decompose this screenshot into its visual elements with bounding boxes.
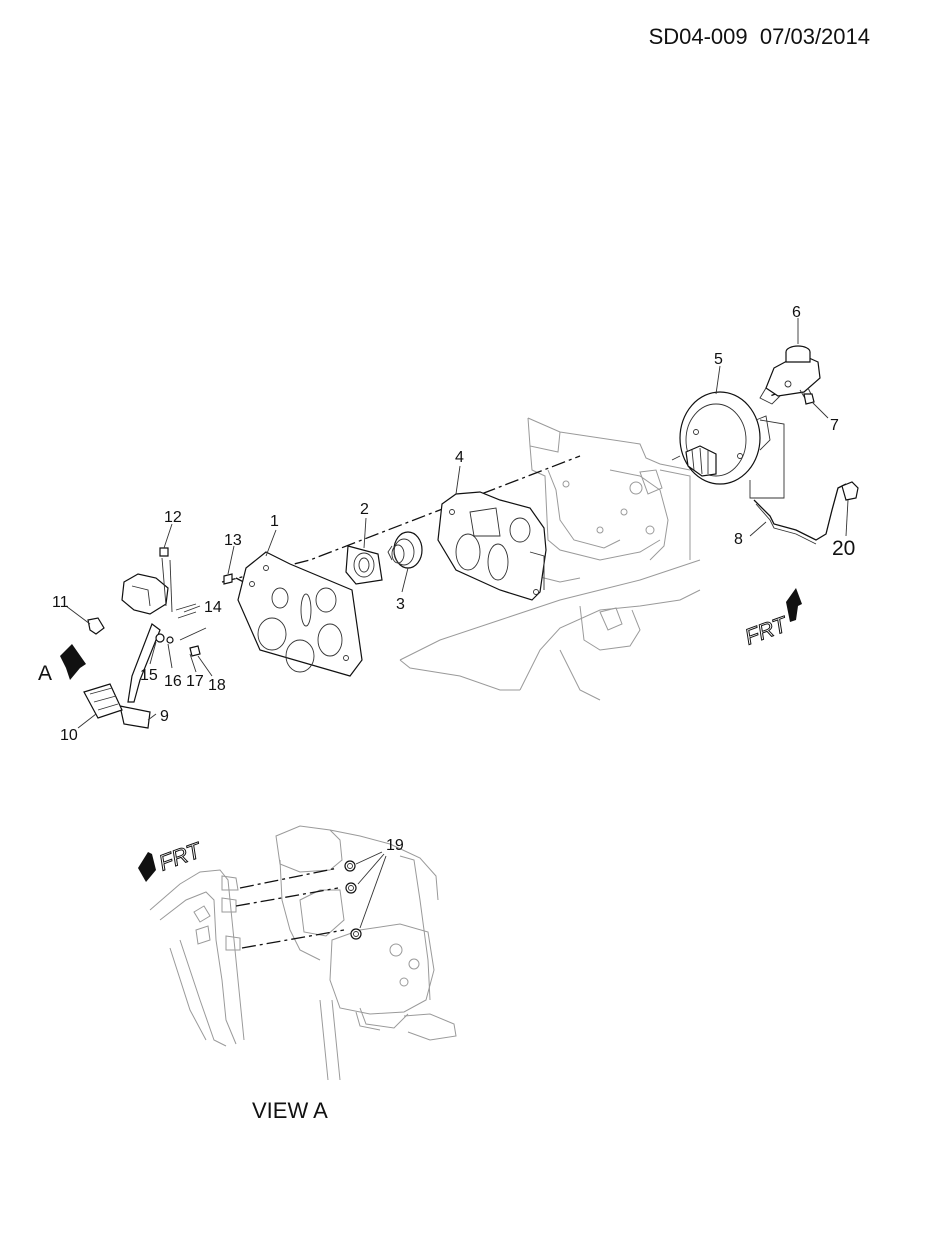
vacuum-hose — [749, 419, 847, 545]
document-date: 07/03/2014 — [759, 24, 870, 49]
brake-booster — [671, 391, 771, 485]
master-cylinder-nut — [803, 393, 815, 405]
document-header: SD04-009 07/03/2014 — [560, 24, 870, 50]
document-id: SD04-009 — [648, 24, 748, 49]
callout-3: 3 — [396, 596, 405, 613]
callout-6: 6 — [792, 304, 801, 321]
gasket — [345, 545, 383, 585]
callout-20: 20 — [832, 537, 855, 560]
frt-arrow-view-a-icon — [138, 852, 156, 882]
view-a-marker: A — [38, 644, 86, 685]
callout-9: 9 — [160, 708, 169, 725]
booster-bracket — [437, 491, 547, 601]
callout-11: 11 — [52, 594, 69, 611]
callout-17: 17 — [186, 673, 204, 690]
callout-1: 1 — [270, 513, 279, 530]
callout-8: 8 — [734, 531, 743, 548]
callout-19: 19 — [386, 837, 404, 854]
callout-13: 13 — [224, 532, 242, 549]
firewall-structure — [399, 417, 701, 701]
front-direction-indicator: FRT — [741, 588, 802, 650]
callout-18: 18 — [208, 677, 226, 694]
frt-label-view-a: FRT — [156, 837, 206, 876]
callout-4: 4 — [455, 449, 464, 466]
leader-lines — [65, 318, 849, 729]
view-a-caption: VIEW A — [252, 1098, 328, 1123]
check-valve — [841, 481, 859, 501]
callout-2: 2 — [360, 501, 369, 518]
frt-arrow-icon — [786, 588, 802, 622]
master-cylinder — [759, 345, 821, 405]
view-a-arrow-icon — [60, 644, 86, 680]
callout-12: 12 — [164, 509, 182, 526]
boot-seal — [387, 531, 423, 569]
callout-15: 15 — [140, 667, 158, 684]
nuts-19 — [344, 860, 362, 940]
callout-7: 7 — [830, 417, 839, 434]
callout-10: 10 — [60, 727, 78, 744]
callout-16: 16 — [164, 673, 182, 690]
callout-14: 14 — [204, 599, 222, 616]
view-a-detail: 19 FRT — [138, 825, 457, 1081]
pedal-assembly — [83, 547, 233, 729]
frt-label-main: FRT — [742, 611, 792, 650]
pedal-mounting-plate — [237, 551, 363, 677]
view-marker-label: A — [38, 662, 52, 685]
callout-5: 5 — [714, 351, 723, 368]
